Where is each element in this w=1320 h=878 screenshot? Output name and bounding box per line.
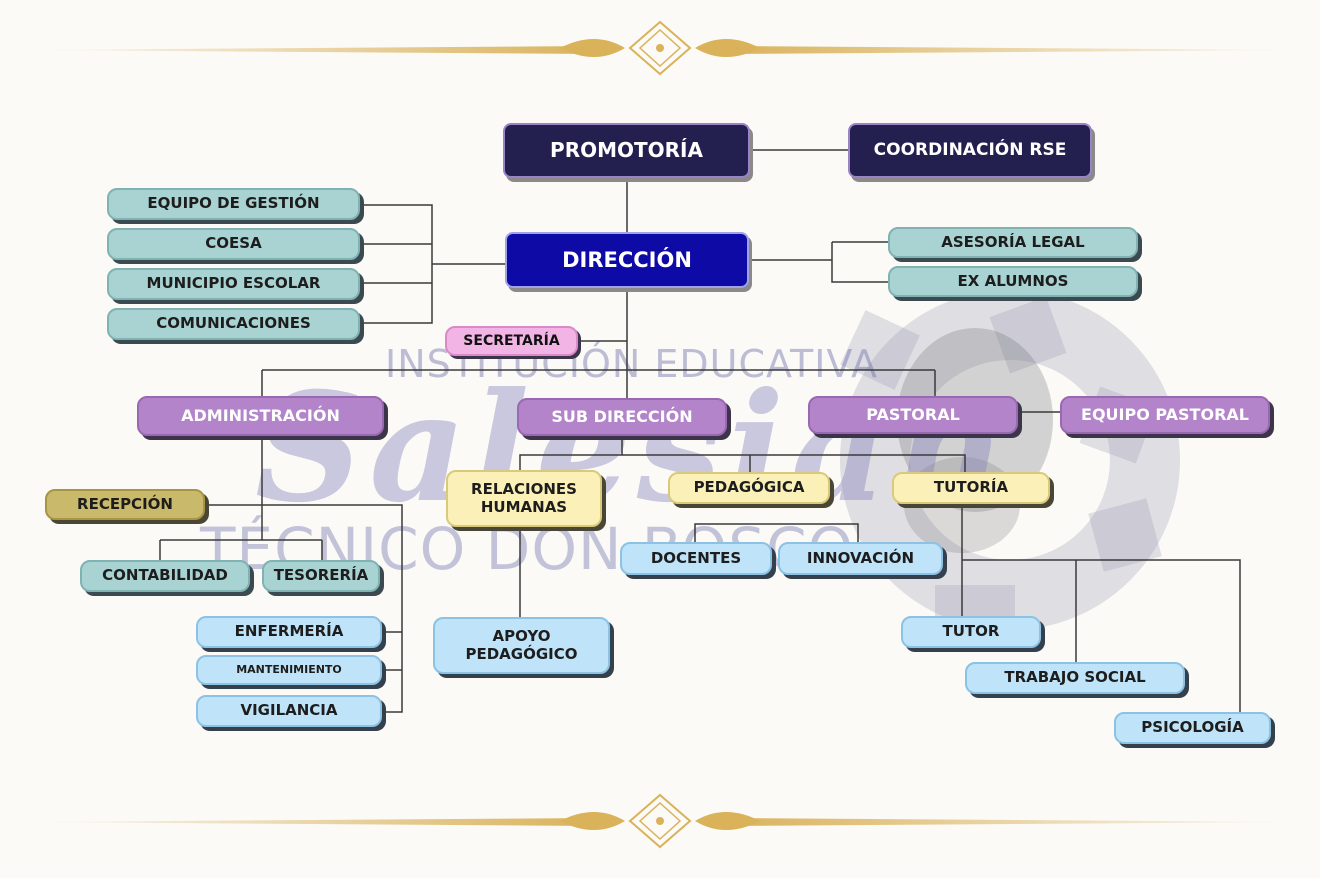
node-equipo-pastoral[interactable]: EQUIPO PASTORAL <box>1060 396 1270 434</box>
node-mantenimiento[interactable]: MANTENIMIENTO <box>196 655 382 685</box>
node-asesoria-legal[interactable]: ASESORÍA LEGAL <box>888 227 1138 258</box>
node-coordinacion-rse[interactable]: COORDINACIÓN RSE <box>848 123 1092 178</box>
node-pastoral[interactable]: PASTORAL <box>808 396 1018 434</box>
node-psicologia[interactable]: PSICOLOGÍA <box>1114 712 1271 744</box>
node-sub-direccion[interactable]: SUB DIRECCIÓN <box>517 398 727 436</box>
node-contabilidad[interactable]: CONTABILIDAD <box>80 560 250 592</box>
node-administracion[interactable]: ADMINISTRACIÓN <box>137 396 384 436</box>
node-tesoreria[interactable]: TESORERÍA <box>262 560 380 592</box>
node-docentes[interactable]: DOCENTES <box>620 542 772 575</box>
bottom-ornament-icon <box>20 793 1310 849</box>
node-recepcion[interactable]: RECEPCIÓN <box>45 489 205 520</box>
node-vigilancia[interactable]: VIGILANCIA <box>196 695 382 727</box>
node-comunicaciones[interactable]: COMUNICACIONES <box>107 308 360 340</box>
node-tutoria[interactable]: TUTORÍA <box>892 472 1050 504</box>
node-equipo-gestion[interactable]: EQUIPO DE GESTIÓN <box>107 188 360 220</box>
node-trabajo-social[interactable]: TRABAJO SOCIAL <box>965 662 1185 694</box>
top-ornament-icon <box>20 20 1310 76</box>
node-innovacion[interactable]: INNOVACIÓN <box>778 542 943 575</box>
node-municipio-escolar[interactable]: MUNICIPIO ESCOLAR <box>107 268 360 300</box>
node-ex-alumnos[interactable]: EX ALUMNOS <box>888 266 1138 297</box>
node-promotoria[interactable]: PROMOTORÍA <box>503 123 750 178</box>
node-secretaria[interactable]: SECRETARÍA <box>445 326 578 356</box>
node-coesa[interactable]: COESA <box>107 228 360 260</box>
node-relaciones-humanas[interactable]: RELACIONES HUMANAS <box>446 470 602 527</box>
node-enfermeria[interactable]: ENFERMERÍA <box>196 616 382 648</box>
node-apoyo-pedagogico[interactable]: APOYO PEDAGÓGICO <box>433 617 610 674</box>
node-tutor[interactable]: TUTOR <box>901 616 1041 648</box>
node-pedagogica[interactable]: PEDAGÓGICA <box>668 472 830 504</box>
node-direccion[interactable]: DIRECCIÓN <box>505 232 749 288</box>
